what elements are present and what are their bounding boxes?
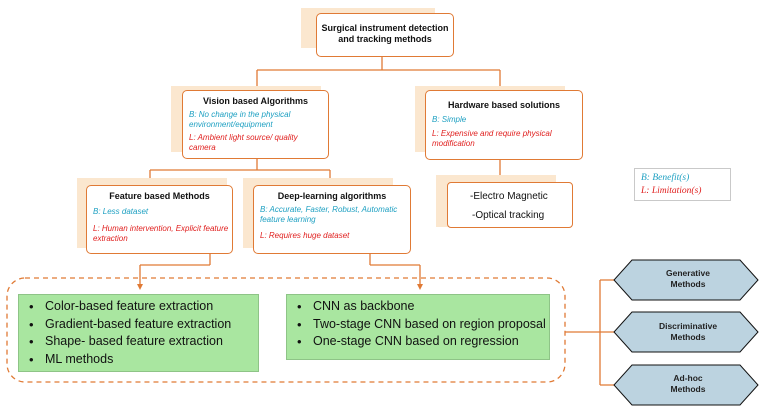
deep-learning-benefit: B: Accurate, Faster, Robust, Automatic f… — [260, 205, 398, 224]
hardware-limitation: L: Expensive and require physical modifi… — [432, 129, 552, 148]
root-box: Surgical instrument detection and tracki… — [316, 13, 454, 57]
output-adhoc-label: Ad-hoc Methods — [670, 373, 706, 394]
list-item: ML methods — [19, 351, 258, 369]
list-item: One-stage CNN based on regression — [287, 333, 549, 351]
output-discriminative-label: Discriminative Methods — [658, 321, 718, 342]
deep-learning-title: Deep-learning algorithms — [277, 191, 387, 201]
legend-box: B: Benefit(s) L: Limitation(s) — [634, 168, 731, 201]
hardware-title: Hardware based solutions — [447, 100, 561, 110]
vision-title: Vision based Algorithms — [202, 96, 309, 106]
root-title: Surgical instrument detection and tracki… — [321, 23, 449, 45]
feature-box: Feature based Methods B: Less dataset L:… — [86, 185, 233, 254]
hardware-box: Hardware based solutions B: Simple L: Ex… — [425, 90, 583, 160]
hexagon-discriminative — [613, 311, 759, 353]
vision-box: Vision based Algorithms B: No change in … — [182, 90, 329, 159]
deep-learning-list: CNN as backbone Two-stage CNN based on r… — [286, 294, 550, 360]
feature-methods-list: Color-based feature extraction Gradient-… — [18, 294, 259, 372]
hardware-item-2: -Optical tracking — [472, 210, 545, 221]
hardware-item-1: -Electro Magnetic — [470, 191, 548, 202]
list-item: Color-based feature extraction — [19, 298, 258, 316]
legend-benefit: B: Benefit(s) — [641, 173, 690, 183]
feature-benefit: B: Less dataset — [93, 207, 149, 216]
legend-limitation: L: Limitation(s) — [641, 186, 702, 196]
hardware-items-box: -Electro Magnetic -Optical tracking — [447, 182, 573, 228]
deep-learning-limitation: L: Requires huge dataset — [260, 231, 350, 240]
vision-limitation: L: Ambient light source/ quality camera — [189, 133, 298, 152]
deep-learning-box: Deep-learning algorithms B: Accurate, Fa… — [253, 185, 411, 254]
hexagon-adhoc — [613, 364, 759, 406]
list-item: Shape- based feature extraction — [19, 333, 258, 351]
vision-benefit: B: No change in the physical environment… — [189, 110, 291, 129]
list-item: Two-stage CNN based on region proposal — [287, 316, 549, 334]
list-item: CNN as backbone — [287, 298, 549, 316]
output-generative-label: Generative Methods — [666, 268, 710, 289]
hardware-benefit: B: Simple — [432, 115, 467, 124]
hexagon-generative — [613, 259, 759, 301]
feature-title: Feature based Methods — [109, 191, 210, 201]
feature-limitation: L: Human intervention, Explicit feature … — [93, 224, 229, 243]
list-item: Gradient-based feature extraction — [19, 316, 258, 334]
